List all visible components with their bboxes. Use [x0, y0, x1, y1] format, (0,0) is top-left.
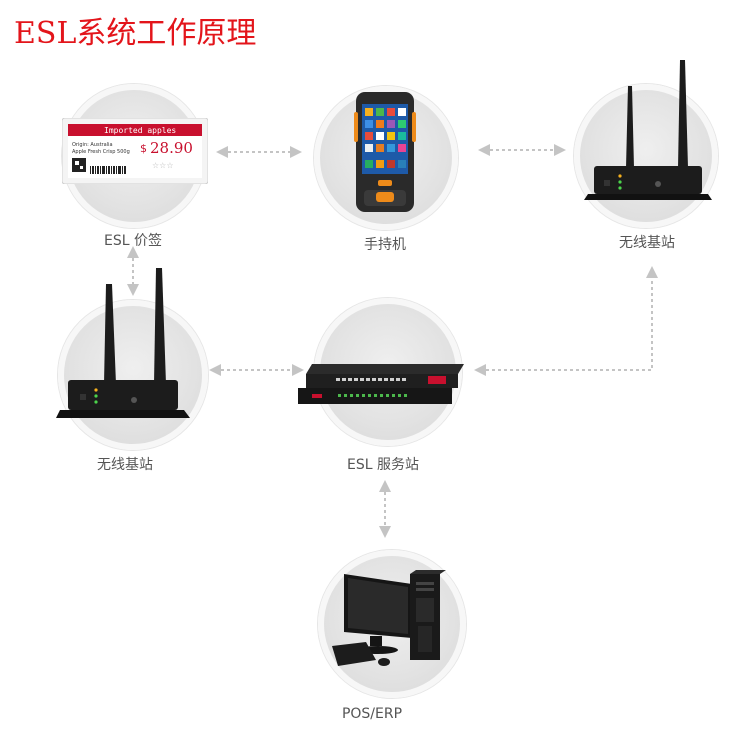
rating-stars-icon: ☆☆☆ [152, 161, 174, 170]
esl-tag-header: Imported apples [104, 126, 176, 135]
node-label-handheld: 手持机 [364, 237, 406, 253]
node-circle [58, 300, 208, 450]
esl-tag-line2: Apple Fresh Crisp 500g [72, 149, 130, 155]
node-label-base-station-left: 无线基站 [97, 457, 153, 473]
app-icons [365, 108, 406, 168]
node-circle [574, 84, 718, 228]
base-station-right-image [584, 60, 712, 200]
node-label-esl-server: ESL 服务站 [347, 457, 419, 473]
base-station-left-image [56, 268, 190, 418]
node-circle [318, 550, 466, 698]
pos-erp-image [332, 570, 446, 666]
node-label-esl-tag: ESL 价签 [104, 233, 162, 249]
handheld-image [354, 92, 416, 212]
esl-server-image [298, 364, 464, 404]
svg-text:☆☆☆: ☆☆☆ [152, 161, 174, 170]
diagram-title: ESL系统工作原理 [14, 16, 257, 51]
node-label-base-station-right: 无线基站 [619, 235, 675, 251]
esl-tag-currency: $ [140, 142, 147, 155]
esl-tag-line1: Origin: Australia [72, 142, 113, 148]
link-server-basestation-right [474, 266, 658, 376]
node-label-pos-erp: POS/ERP [341, 706, 403, 722]
barcode-icon [90, 166, 126, 174]
esl-tag-image: Imported apples Origin: Australia Apple … [62, 118, 208, 184]
esl-tag-price: 28.90 [150, 139, 193, 157]
